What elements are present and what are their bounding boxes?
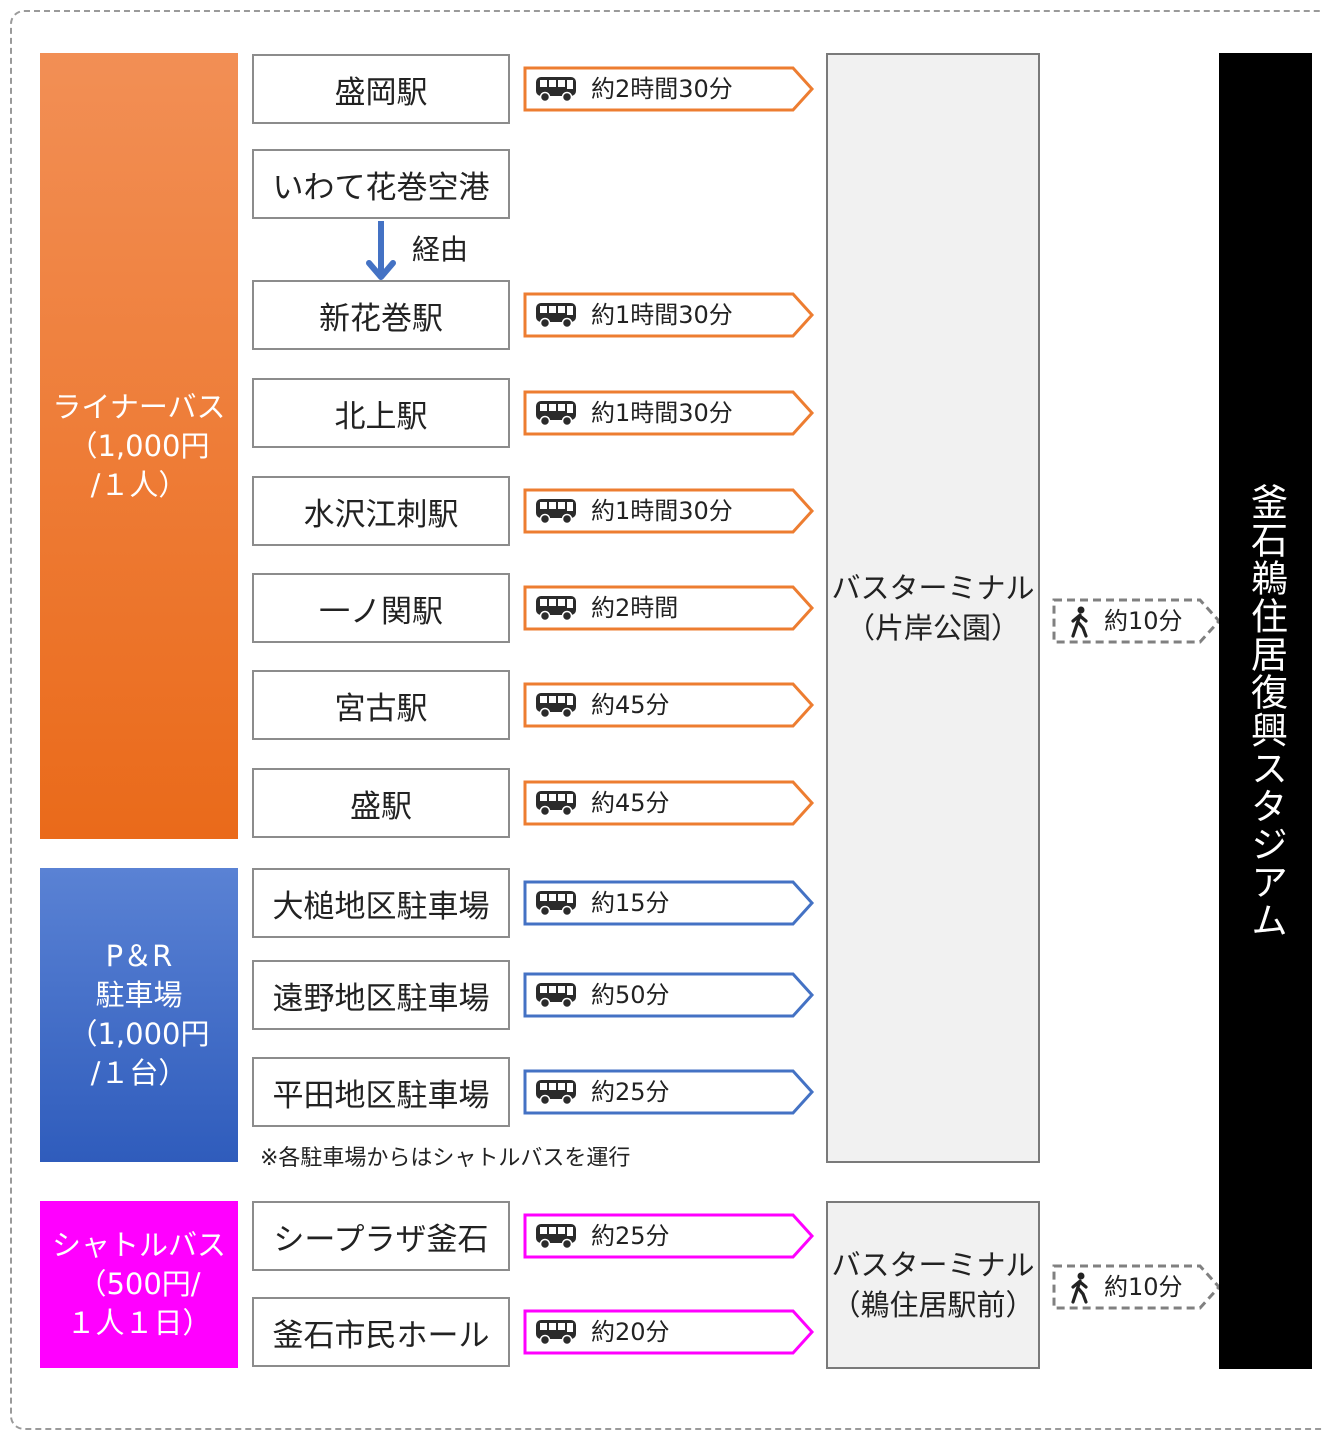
arrow-shape — [523, 682, 815, 728]
category-line: （500円/ — [77, 1267, 201, 1301]
walking-person-icon — [1071, 606, 1088, 638]
travel-time: 約2時間 — [591, 594, 679, 622]
bus-icon — [536, 1224, 576, 1250]
bus-icon — [536, 303, 576, 329]
travel-time-arrow: 約45分 — [523, 682, 815, 728]
arrow-shape — [523, 1069, 815, 1115]
travel-time-arrow: 約2時間 — [523, 585, 815, 631]
travel-time: 約20分 — [591, 1318, 670, 1346]
station-box: 大槌地区駐車場 — [252, 868, 510, 938]
station-box: 盛岡駅 — [252, 54, 510, 124]
walking-person-icon — [1071, 1272, 1088, 1304]
terminal-name: バスターミナル — [831, 571, 1035, 605]
travel-time: 約45分 — [591, 789, 670, 817]
arrow-shape — [523, 880, 815, 926]
travel-time-arrow: 約25分 — [523, 1069, 815, 1115]
travel-time: 約45分 — [591, 691, 670, 719]
travel-time: 約1時間30分 — [591, 301, 733, 329]
station-box: 平田地区駐車場 — [252, 1057, 510, 1127]
station-box: 一ノ関駅 — [252, 573, 510, 643]
category-park-and-ride: P＆R 駐車場 （1,000円 /１台） — [40, 868, 238, 1162]
station-box: 北上駅 — [252, 378, 510, 448]
bus-icon — [536, 1320, 576, 1346]
arrow-shape — [523, 780, 815, 826]
arrow-shape — [523, 292, 815, 338]
travel-time-arrow: 約1時間30分 — [523, 488, 815, 534]
station-box: 釜石市民ホール — [252, 1297, 510, 1367]
travel-time-arrow: 約45分 — [523, 780, 815, 826]
bus-icon — [536, 983, 576, 1009]
station-box: シープラザ釜石 — [252, 1201, 510, 1271]
category-line: シャトルバス — [51, 1228, 226, 1262]
bus-icon — [536, 791, 576, 817]
via-label: 経由 — [412, 233, 469, 266]
bus-icon — [536, 401, 576, 427]
walk-arrow: 約10分 — [1052, 1264, 1222, 1310]
station-box: 水沢江刺駅 — [252, 476, 510, 546]
category-line: /１台） — [90, 1056, 188, 1090]
bus-terminal-unosumai: バスターミナル （鵜住居駅前） — [826, 1201, 1040, 1369]
arrow-shape — [523, 66, 815, 112]
travel-time: 約2時間30分 — [591, 75, 733, 103]
station-box: 盛駅 — [252, 768, 510, 838]
travel-time: 約15分 — [591, 889, 670, 917]
category-shuttle-bus: シャトルバス （500円/ １人１日） — [40, 1201, 238, 1368]
category-line: １人１日） — [66, 1306, 212, 1340]
bus-icon — [536, 1080, 576, 1106]
travel-time: 約1時間30分 — [591, 399, 733, 427]
terminal-location: （片岸公園） — [845, 611, 1020, 645]
travel-time: 約50分 — [591, 981, 670, 1009]
station-box: 宮古駅 — [252, 670, 510, 740]
category-line: /１人） — [90, 467, 188, 502]
arrow-shape — [523, 488, 815, 534]
arrow-shape — [523, 1213, 815, 1259]
via-arrow-icon — [366, 221, 396, 280]
bus-icon — [536, 77, 576, 103]
travel-time-arrow: 約15分 — [523, 880, 815, 926]
bus-icon — [536, 891, 576, 917]
bus-terminal-katagishi: バスターミナル （片岸公園） — [826, 53, 1040, 1163]
terminal-location: （鵜住居駅前） — [831, 1288, 1035, 1322]
walk-time: 約10分 — [1104, 1273, 1183, 1301]
bus-icon — [536, 693, 576, 719]
category-liner-bus: ライナーバス （1,000円 /１人） — [40, 53, 238, 839]
category-line: （1,000円 — [68, 1017, 210, 1051]
bus-icon — [536, 596, 576, 622]
travel-time-arrow: 約25分 — [523, 1213, 815, 1259]
travel-time-arrow: 約50分 — [523, 972, 815, 1018]
travel-time: 約1時間30分 — [591, 497, 733, 525]
arrow-shape — [523, 585, 815, 631]
bus-icon — [536, 499, 576, 525]
category-line: P＆R — [105, 939, 173, 973]
walk-arrow-shape — [1052, 598, 1222, 644]
category-line: 駐車場 — [95, 978, 183, 1012]
station-box: いわて花巻空港 — [252, 149, 510, 219]
arrow-shape — [523, 390, 815, 436]
travel-time-arrow: 約2時間30分 — [523, 66, 815, 112]
travel-time: 約25分 — [591, 1222, 670, 1250]
walk-arrow: 約10分 — [1052, 598, 1222, 644]
travel-time-arrow: 約1時間30分 — [523, 390, 815, 436]
travel-time-arrow: 約20分 — [523, 1309, 815, 1355]
stadium-name: 釜石鵜住居復興スタジアム — [1244, 483, 1288, 939]
arrow-shape — [523, 972, 815, 1018]
category-line: ライナーバス — [52, 389, 226, 424]
stadium-label: 釜石鵜住居復興スタジアム — [1219, 53, 1312, 1369]
walk-time: 約10分 — [1104, 607, 1183, 635]
travel-time-arrow: 約1時間30分 — [523, 292, 815, 338]
category-line: （1,000円 — [68, 428, 210, 463]
station-box: 新花巻駅 — [252, 280, 510, 350]
station-box: 遠野地区駐車場 — [252, 960, 510, 1030]
walk-arrow-shape — [1052, 1264, 1222, 1310]
park-and-ride-note: ※各駐車場からはシャトルバスを運行 — [260, 1146, 631, 1171]
arrow-shape — [523, 1309, 815, 1355]
travel-time: 約25分 — [591, 1078, 670, 1106]
terminal-name: バスターミナル — [831, 1248, 1035, 1282]
